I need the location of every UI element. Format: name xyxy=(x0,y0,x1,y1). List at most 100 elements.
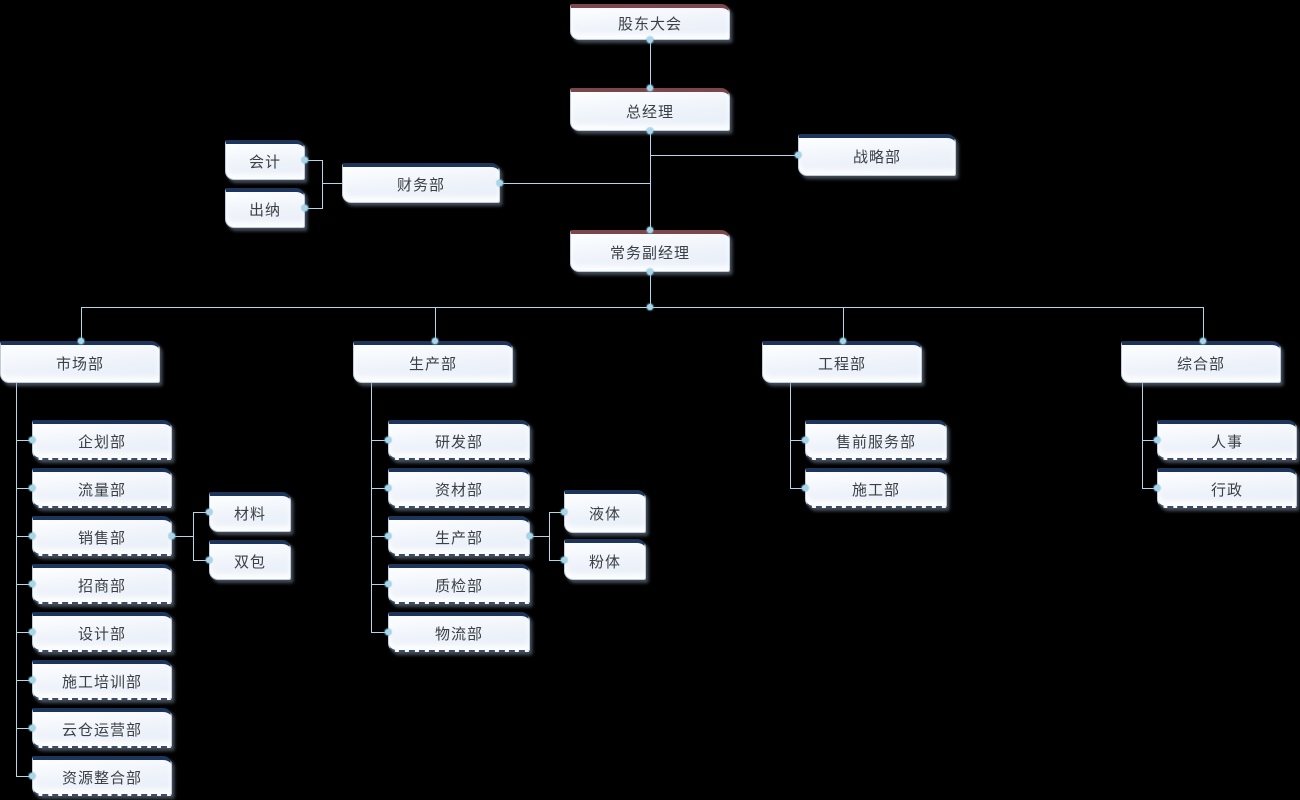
node-presales-service-dept[interactable]: 售前服务部 xyxy=(805,420,947,460)
connector-dot xyxy=(385,437,391,443)
connector-line xyxy=(16,728,32,729)
connector-dot xyxy=(29,725,35,731)
connector-dot xyxy=(29,581,35,587)
connector-dot xyxy=(802,437,808,443)
node-general-manager[interactable]: 总经理 xyxy=(570,88,730,131)
connector-line xyxy=(305,160,323,161)
connector-dot xyxy=(527,533,533,539)
connector-line xyxy=(371,440,388,441)
connector-line xyxy=(81,307,1203,308)
connector-line xyxy=(650,131,651,230)
connector-line xyxy=(549,512,564,513)
node-traffic-dept[interactable]: 流量部 xyxy=(32,468,172,508)
connector-line xyxy=(371,488,388,489)
connector-dot xyxy=(1200,338,1206,344)
connector-dot xyxy=(29,677,35,683)
connector-line xyxy=(322,183,342,184)
connector-dot xyxy=(840,338,846,344)
node-quality-dept[interactable]: 质检部 xyxy=(388,564,530,604)
connector-dot xyxy=(206,509,212,515)
connector-line xyxy=(322,160,323,209)
connector-line xyxy=(790,488,805,489)
connector-line xyxy=(16,632,32,633)
connector-line xyxy=(530,536,549,537)
connector-line xyxy=(1142,488,1157,489)
node-rnd-dept[interactable]: 研发部 xyxy=(388,420,530,460)
node-strategy-dept[interactable]: 战略部 xyxy=(798,134,956,176)
node-production-dept[interactable]: 生产部 xyxy=(353,341,513,383)
connector-line xyxy=(371,584,388,585)
connector-line xyxy=(81,307,82,341)
node-sales-dept[interactable]: 销售部 xyxy=(32,516,172,556)
connector-dot xyxy=(647,85,653,91)
connector-dot xyxy=(561,509,567,515)
connector-dot xyxy=(206,557,212,563)
node-design-dept[interactable]: 设计部 xyxy=(32,612,172,652)
connector-line xyxy=(193,512,209,513)
node-engineering-dept[interactable]: 工程部 xyxy=(762,341,922,383)
node-construction-training-dept[interactable]: 施工培训部 xyxy=(32,660,172,700)
connector-line xyxy=(371,383,372,632)
connector-dot xyxy=(169,533,175,539)
node-resource-integration-dept[interactable]: 资源整合部 xyxy=(32,756,172,796)
connector-line xyxy=(549,512,550,560)
node-accounting[interactable]: 会计 xyxy=(225,140,305,180)
node-liquid[interactable]: 液体 xyxy=(564,490,646,533)
connector-line xyxy=(16,536,32,537)
node-materials[interactable]: 材料 xyxy=(209,492,291,532)
node-cloud-warehouse-dept[interactable]: 云仓运营部 xyxy=(32,708,172,748)
connector-dot xyxy=(29,485,35,491)
node-investment-dept[interactable]: 招商部 xyxy=(32,564,172,604)
connector-dot xyxy=(29,533,35,539)
connector-line xyxy=(1203,307,1204,341)
connector-dot xyxy=(78,338,84,344)
connector-dot xyxy=(385,533,391,539)
node-deputy-general-manager[interactable]: 常务副经理 xyxy=(570,230,730,272)
connector-line xyxy=(435,307,436,341)
node-material-supply-dept[interactable]: 资材部 xyxy=(388,468,530,508)
connector-line xyxy=(500,183,650,184)
connector-line xyxy=(790,440,805,441)
connector-dot xyxy=(647,269,653,275)
connector-dot xyxy=(385,485,391,491)
connector-line xyxy=(16,488,32,489)
node-production-sub-dept[interactable]: 生产部 xyxy=(388,516,530,556)
node-shareholders-meeting[interactable]: 股东大会 xyxy=(570,4,730,40)
node-cashier[interactable]: 出纳 xyxy=(225,188,305,228)
connector-dot xyxy=(647,128,653,134)
connector-line xyxy=(305,208,323,209)
connector-dot xyxy=(795,152,801,158)
connector-line xyxy=(193,560,209,561)
connector-dot xyxy=(385,581,391,587)
node-finance-dept[interactable]: 财务部 xyxy=(342,163,500,203)
node-powder[interactable]: 粉体 xyxy=(564,539,646,580)
node-construction-dept[interactable]: 施工部 xyxy=(805,468,947,508)
connector-line xyxy=(1142,383,1143,488)
connector-dot xyxy=(647,227,653,233)
connector-line xyxy=(790,383,791,488)
connector-line xyxy=(843,307,844,341)
node-marketing-dept[interactable]: 市场部 xyxy=(0,341,160,383)
connector-dot xyxy=(385,629,391,635)
node-planning-dept[interactable]: 企划部 xyxy=(32,420,172,460)
connector-dot xyxy=(302,205,308,211)
connector-dot xyxy=(29,629,35,635)
connector-dot xyxy=(432,338,438,344)
node-double-contract[interactable]: 双包 xyxy=(209,540,291,580)
connector-dot xyxy=(647,304,653,310)
connector-line xyxy=(1142,440,1157,441)
connector-dot xyxy=(561,557,567,563)
connector-dot xyxy=(802,485,808,491)
node-logistics-dept[interactable]: 物流部 xyxy=(388,612,530,652)
connector-line xyxy=(16,383,17,776)
connector-line xyxy=(16,776,32,777)
connector-line xyxy=(16,584,32,585)
node-hr[interactable]: 人事 xyxy=(1157,420,1297,460)
node-general-dept[interactable]: 综合部 xyxy=(1121,341,1281,383)
connector-dot xyxy=(1154,437,1160,443)
node-admin[interactable]: 行政 xyxy=(1157,468,1297,508)
connector-dot xyxy=(29,437,35,443)
connector-dot xyxy=(302,157,308,163)
connector-dot xyxy=(29,773,35,779)
